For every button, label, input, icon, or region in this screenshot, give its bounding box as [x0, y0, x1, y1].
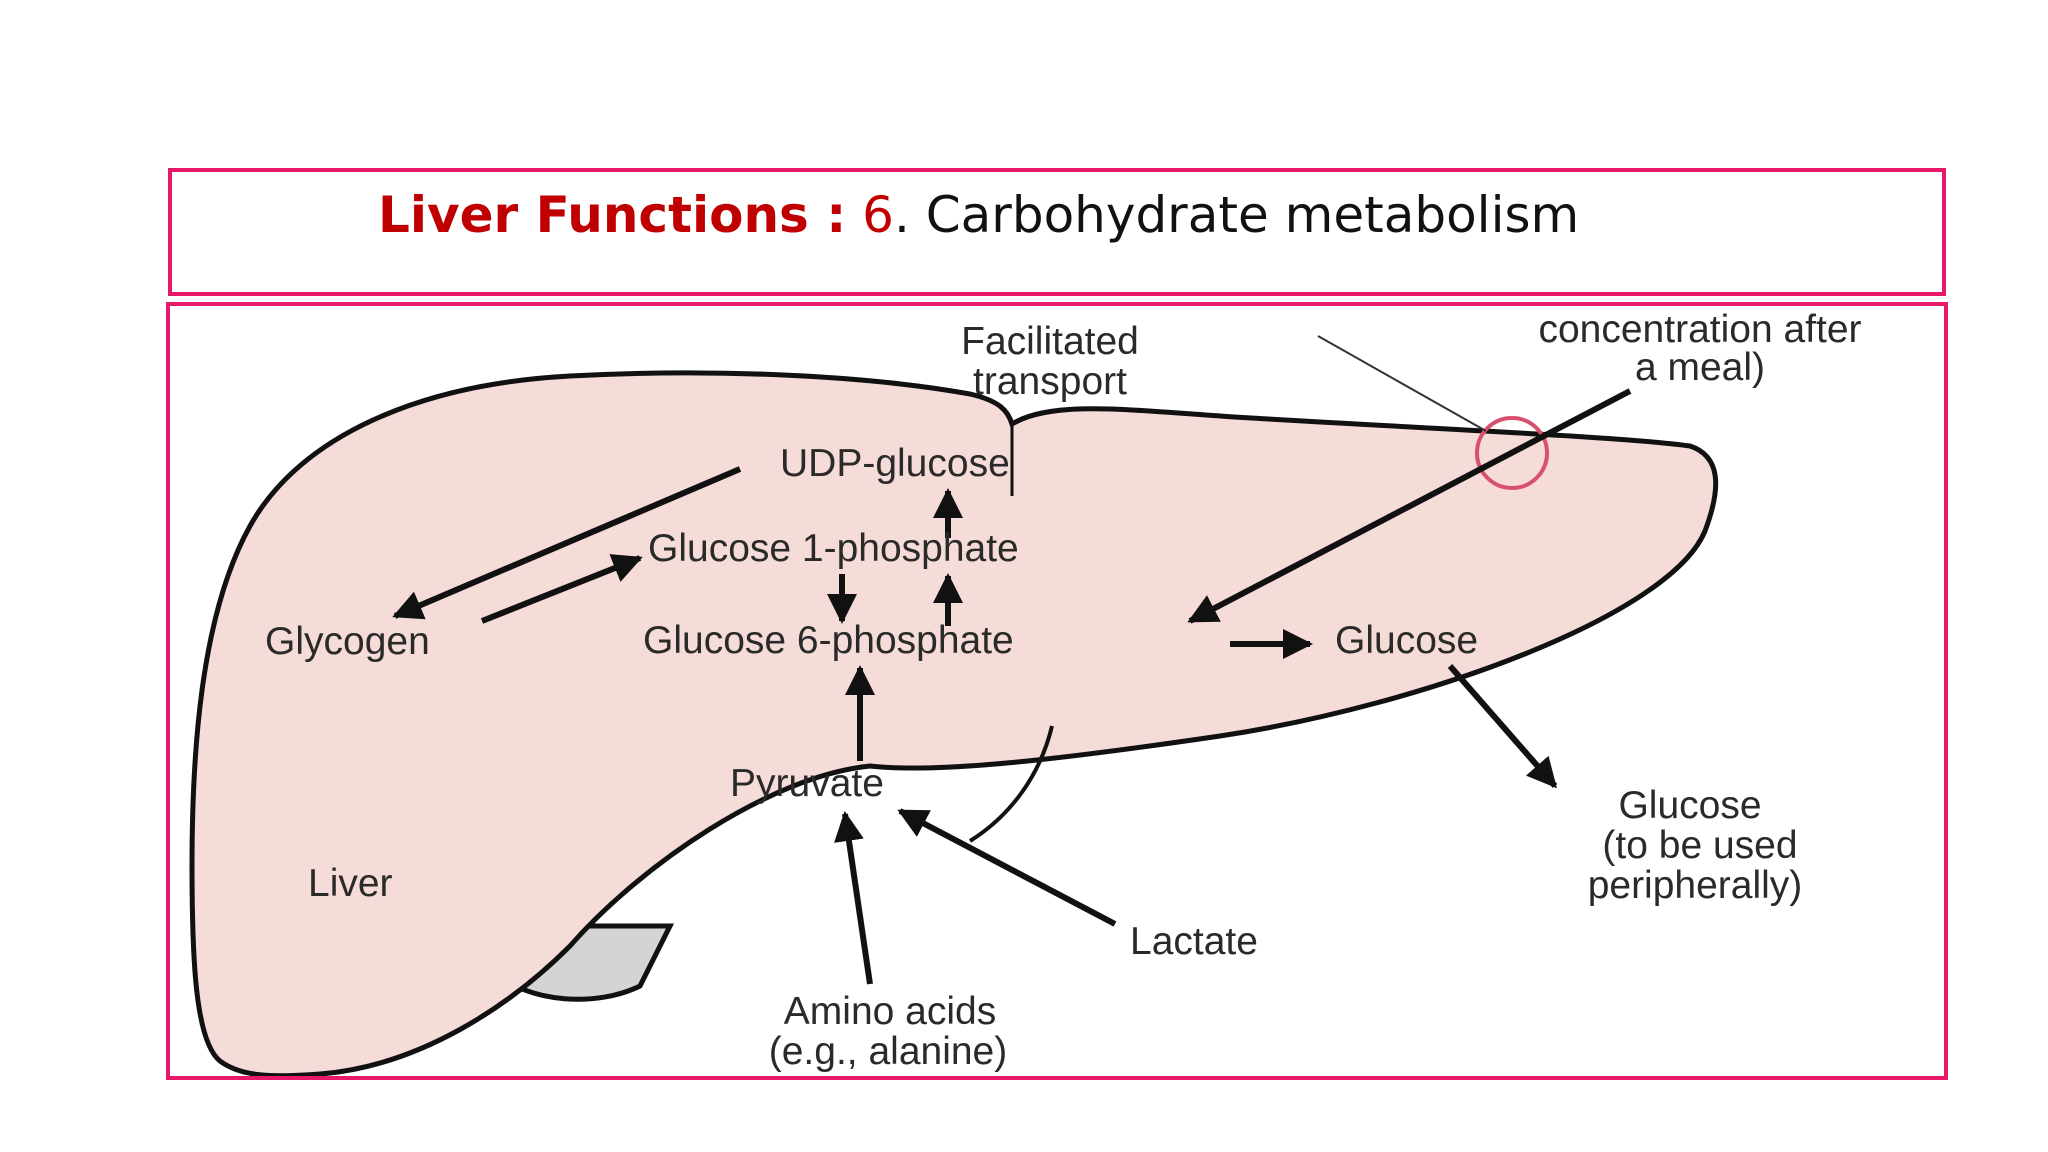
- title-text: . Carbohydrate metabolism: [893, 186, 1580, 244]
- label-glycogen: Glycogen: [265, 620, 430, 663]
- title-separator: :: [808, 186, 847, 244]
- diagram-frame: Facilitated transport concentration afte…: [166, 302, 1948, 1080]
- label-amino-line1: Amino acids: [784, 990, 996, 1033]
- arrow-glycogen-to-g1p: [480, 554, 643, 624]
- label-glucose-peripheral-line2: (to be used: [1602, 824, 1797, 867]
- label-facilitated-line1: Facilitated: [961, 320, 1139, 363]
- title-number: 6: [862, 186, 894, 244]
- transport-circle: [1475, 416, 1549, 490]
- arrow-udp-to-glycogen: [392, 466, 742, 620]
- label-glucose-peripheral-line1: Glucose: [1618, 784, 1761, 827]
- title-frame: [168, 168, 1946, 296]
- arrow-glucose-to-peripheral: [1447, 664, 1558, 789]
- label-concentration-line2: a meal): [1635, 346, 1765, 389]
- label-concentration-line1: concentration after: [1538, 308, 1861, 351]
- arrow-uptake-to-g6p: [1187, 388, 1632, 624]
- arrow-lactate-to-pyruvate: [897, 808, 1117, 927]
- title-heading: Liver Functions: [378, 186, 809, 244]
- carbohydrate-metabolism-diagram: Facilitated transport concentration afte…: [189, 308, 1862, 1076]
- label-facilitated-line2: transport: [973, 360, 1127, 403]
- label-pyruvate: Pyruvate: [730, 762, 884, 805]
- label-lactate: Lactate: [1130, 920, 1258, 963]
- label-glucose: Glucose: [1335, 619, 1478, 662]
- label-udp-glucose: UDP-glucose: [780, 442, 1010, 485]
- transport-pointer: [1317, 335, 1487, 432]
- label-glucose-1-phosphate: Glucose 1-phosphate: [648, 527, 1019, 570]
- label-liver: Liver: [308, 862, 393, 905]
- label-glucose-peripheral-line3: peripherally): [1588, 864, 1803, 907]
- label-glucose-6-phosphate: Glucose 6-phosphate: [643, 619, 1014, 662]
- label-amino-line2: (e.g., alanine): [769, 1030, 1007, 1073]
- arrow-amino-to-pyruvate: [834, 811, 873, 985]
- liver-lobe-line: [968, 725, 1054, 843]
- slide-title: Liver Functions : 6. Carbohydrate metabo…: [378, 180, 1579, 250]
